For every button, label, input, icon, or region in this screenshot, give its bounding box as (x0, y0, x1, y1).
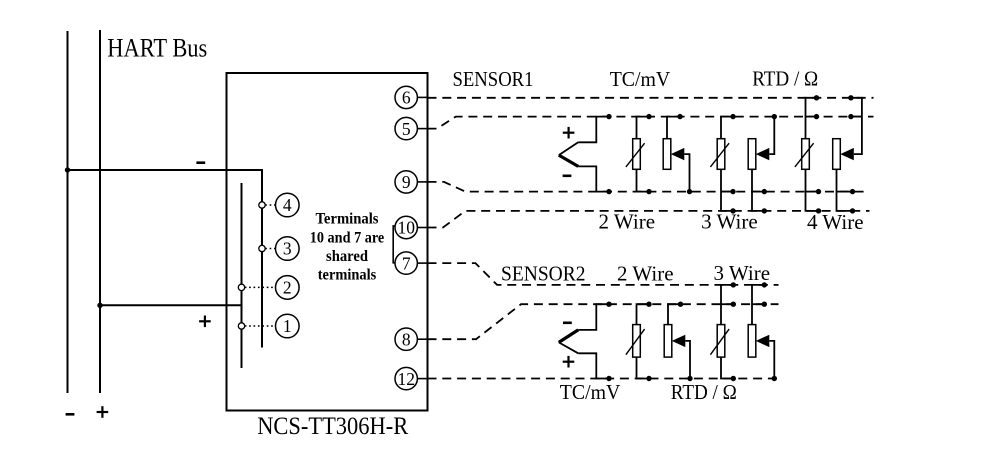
svg-text:SENSOR2: SENSOR2 (501, 261, 586, 285)
svg-text:7: 7 (402, 253, 411, 273)
svg-text:2 Wire: 2 Wire (599, 210, 656, 234)
svg-text:shared: shared (326, 248, 368, 265)
svg-text:1: 1 (283, 316, 292, 336)
svg-text:3 Wire: 3 Wire (701, 210, 758, 234)
svg-text:10 and 7 are: 10 and 7 are (310, 229, 385, 246)
svg-text:TC/mV: TC/mV (560, 380, 621, 404)
svg-text:2 Wire: 2 Wire (617, 262, 674, 286)
svg-text:3 Wire: 3 Wire (714, 261, 771, 285)
svg-text:4 Wire: 4 Wire (807, 210, 864, 234)
svg-text:3: 3 (283, 239, 292, 259)
svg-text:RTD / Ω: RTD / Ω (752, 67, 818, 91)
svg-text:HART Bus: HART Bus (107, 34, 207, 63)
svg-text:terminals: terminals (318, 266, 377, 283)
svg-text:SENSOR1: SENSOR1 (453, 67, 534, 91)
svg-text:2: 2 (283, 278, 292, 298)
svg-text:5: 5 (402, 119, 411, 139)
svg-text:TC/mV: TC/mV (610, 67, 671, 91)
svg-text:NCS-TT306H-R: NCS-TT306H-R (257, 413, 408, 440)
svg-text:8: 8 (402, 329, 411, 349)
svg-text:12: 12 (397, 369, 415, 389)
svg-text:6: 6 (402, 88, 411, 108)
svg-text:RTD / Ω: RTD / Ω (671, 380, 737, 404)
svg-text:10: 10 (397, 218, 415, 238)
svg-text:Terminals: Terminals (316, 211, 379, 228)
svg-text:4: 4 (283, 195, 292, 215)
svg-text:9: 9 (402, 172, 411, 192)
